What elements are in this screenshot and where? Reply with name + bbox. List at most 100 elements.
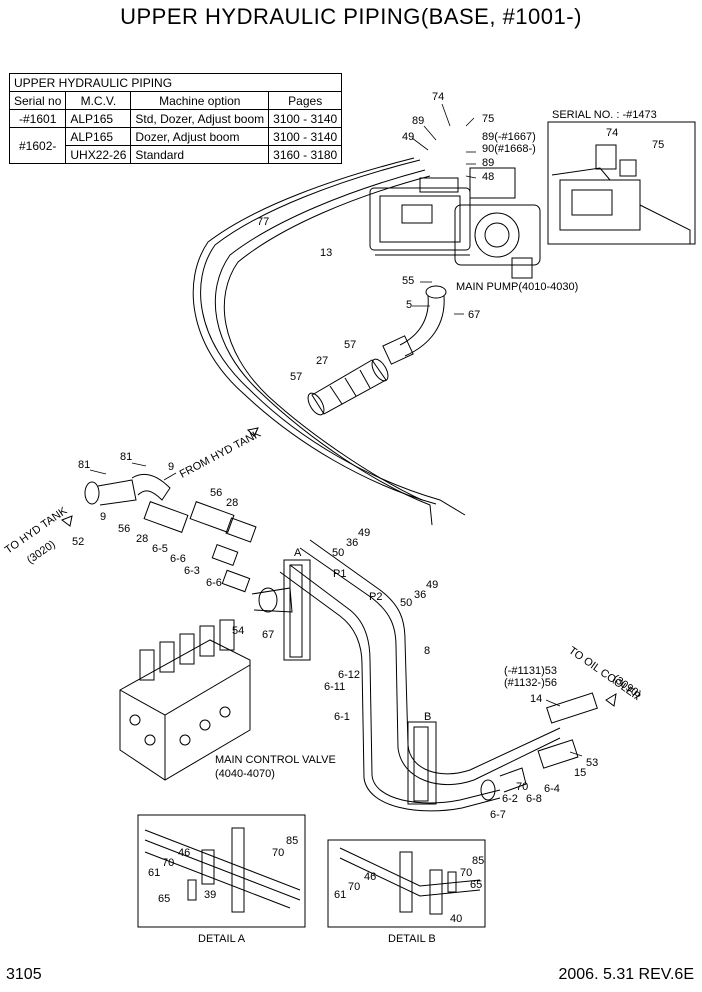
callout: 61 [148,867,160,879]
label-to-hyd-tank-ref: (3020) [25,538,58,566]
hose-77 [200,159,466,516]
cooler-hose-14 [546,692,598,724]
label-from-hyd-tank: FROM HYD TANK [178,427,264,480]
callout: 56 [210,487,222,499]
callout: 70 [162,857,174,869]
label-detail-b: DETAIL B [388,933,436,945]
callout: 6-4 [544,783,560,795]
callout: 85 [472,855,484,867]
suction-pipe [382,285,447,365]
callout: 81 [120,451,132,463]
table-cell-option: Dozer, Adjust boom [130,127,270,146]
table-cell-serial: #1602- [8,127,67,164]
callout: 49 [426,579,438,591]
revision-date: 2006. 5.31 REV.6E [558,966,694,983]
table-row: UHX22-26 Standard 3160 - 3180 [10,145,343,164]
callout: 70 [516,781,528,793]
callout: 15 [574,767,586,779]
main-pump [369,167,541,279]
marker-b: B [424,711,431,723]
callout: 49 [402,131,414,143]
piping-reference-table: UPPER HYDRAULIC PIPING Serial no M.C.V. … [8,73,343,164]
callout: 50 [332,547,344,559]
callout: 75 [652,139,664,151]
callout: 70 [460,867,472,879]
callout: 50 [400,597,412,609]
callout: 6-1 [334,711,350,723]
callout: 28 [226,497,238,509]
serial-inset-box [547,121,696,245]
page-title: UPPER HYDRAULIC PIPING(BASE, #1001-) [120,4,582,29]
callout: 13 [320,247,332,259]
label-main-pump: MAIN PUMP(4010-4030) [456,281,578,293]
main-control-valve [119,619,251,781]
callout: 74 [432,91,444,103]
table-cell-serial: -#1601 [8,109,67,128]
label-main-control-valve: MAIN CONTROL VALVE [215,754,336,766]
callout: 6-11 [324,681,345,693]
callout: 6-3 [184,565,200,577]
cooler-hose-15 [537,739,579,769]
table-cell-mcv: UHX22-26 [65,145,132,164]
to-oil-cooler-arrow [605,693,617,707]
label-p1: P1 [333,568,346,580]
diagram-labels: SERIAL NO. : -#1473 MAIN PUMP(4010-4030)… [3,109,657,945]
inset-pump [551,144,691,244]
callout: 61 [334,889,346,901]
callout: 52 [72,536,84,548]
callout: 65 [158,893,170,905]
callout: 85 [286,835,298,847]
callout: 57 [344,339,356,351]
hose-13 [214,169,433,526]
callout: 56 [118,523,130,535]
pipe-6-1 [289,564,501,804]
callout: 57 [290,371,302,383]
callout: 46 [178,847,190,859]
callout: 53 [586,757,598,769]
to-hyd-tank-arrow [60,515,73,527]
label-serial-no: SERIAL NO. : -#1473 [552,109,657,121]
table-row: #1602- ALP165 Dozer, Adjust boom 3100 - … [8,127,343,164]
pipe-8 [309,539,561,775]
table-cell-pages: 3160 - 3180 [268,145,343,164]
detail-b-box [327,839,486,928]
part-callouts: 74 75 89 49 89(-#1667) 90(#1668-) 89 48 … [72,91,664,925]
callout: 89 [482,157,494,169]
callout: 46 [364,871,376,883]
callout: 67 [262,629,274,641]
callout: 65 [470,879,482,891]
callout: 74 [606,127,618,139]
callout: 89(-#1667) [482,131,536,143]
return-line-fittings [84,473,293,613]
callout: 70 [348,881,360,893]
callout: (#1132-)56 [504,677,557,689]
callout: 54 [232,625,244,637]
callout: 90(#1668-) [482,143,536,155]
callout: 40 [450,913,462,925]
callout: 36 [346,537,358,549]
marker-a: A [294,547,302,559]
callout: 9 [100,511,106,523]
from-hyd-tank-arrow [246,427,259,437]
callout: 6-8 [526,793,542,805]
callout: 6-2 [502,793,518,805]
table-header-pages: Pages [268,91,343,110]
callout: 67 [468,309,480,321]
callout: 6-5 [152,543,168,555]
callout: 48 [482,171,494,183]
callout: 8 [424,645,430,657]
callout: 77 [257,216,269,228]
table-cell-mcv: ALP165 [65,109,132,128]
callout: 81 [78,459,90,471]
callout: 5 [406,299,412,311]
callout: 9 [168,461,174,473]
label-p2: P2 [369,591,382,603]
callout: 6-6 [206,577,222,589]
callout: 55 [402,275,414,287]
detail-a-box [137,814,306,928]
callout: 6-7 [490,809,506,821]
callout: 27 [316,355,328,367]
callout: 39 [204,889,216,901]
clamp-bracket-b [407,721,437,805]
